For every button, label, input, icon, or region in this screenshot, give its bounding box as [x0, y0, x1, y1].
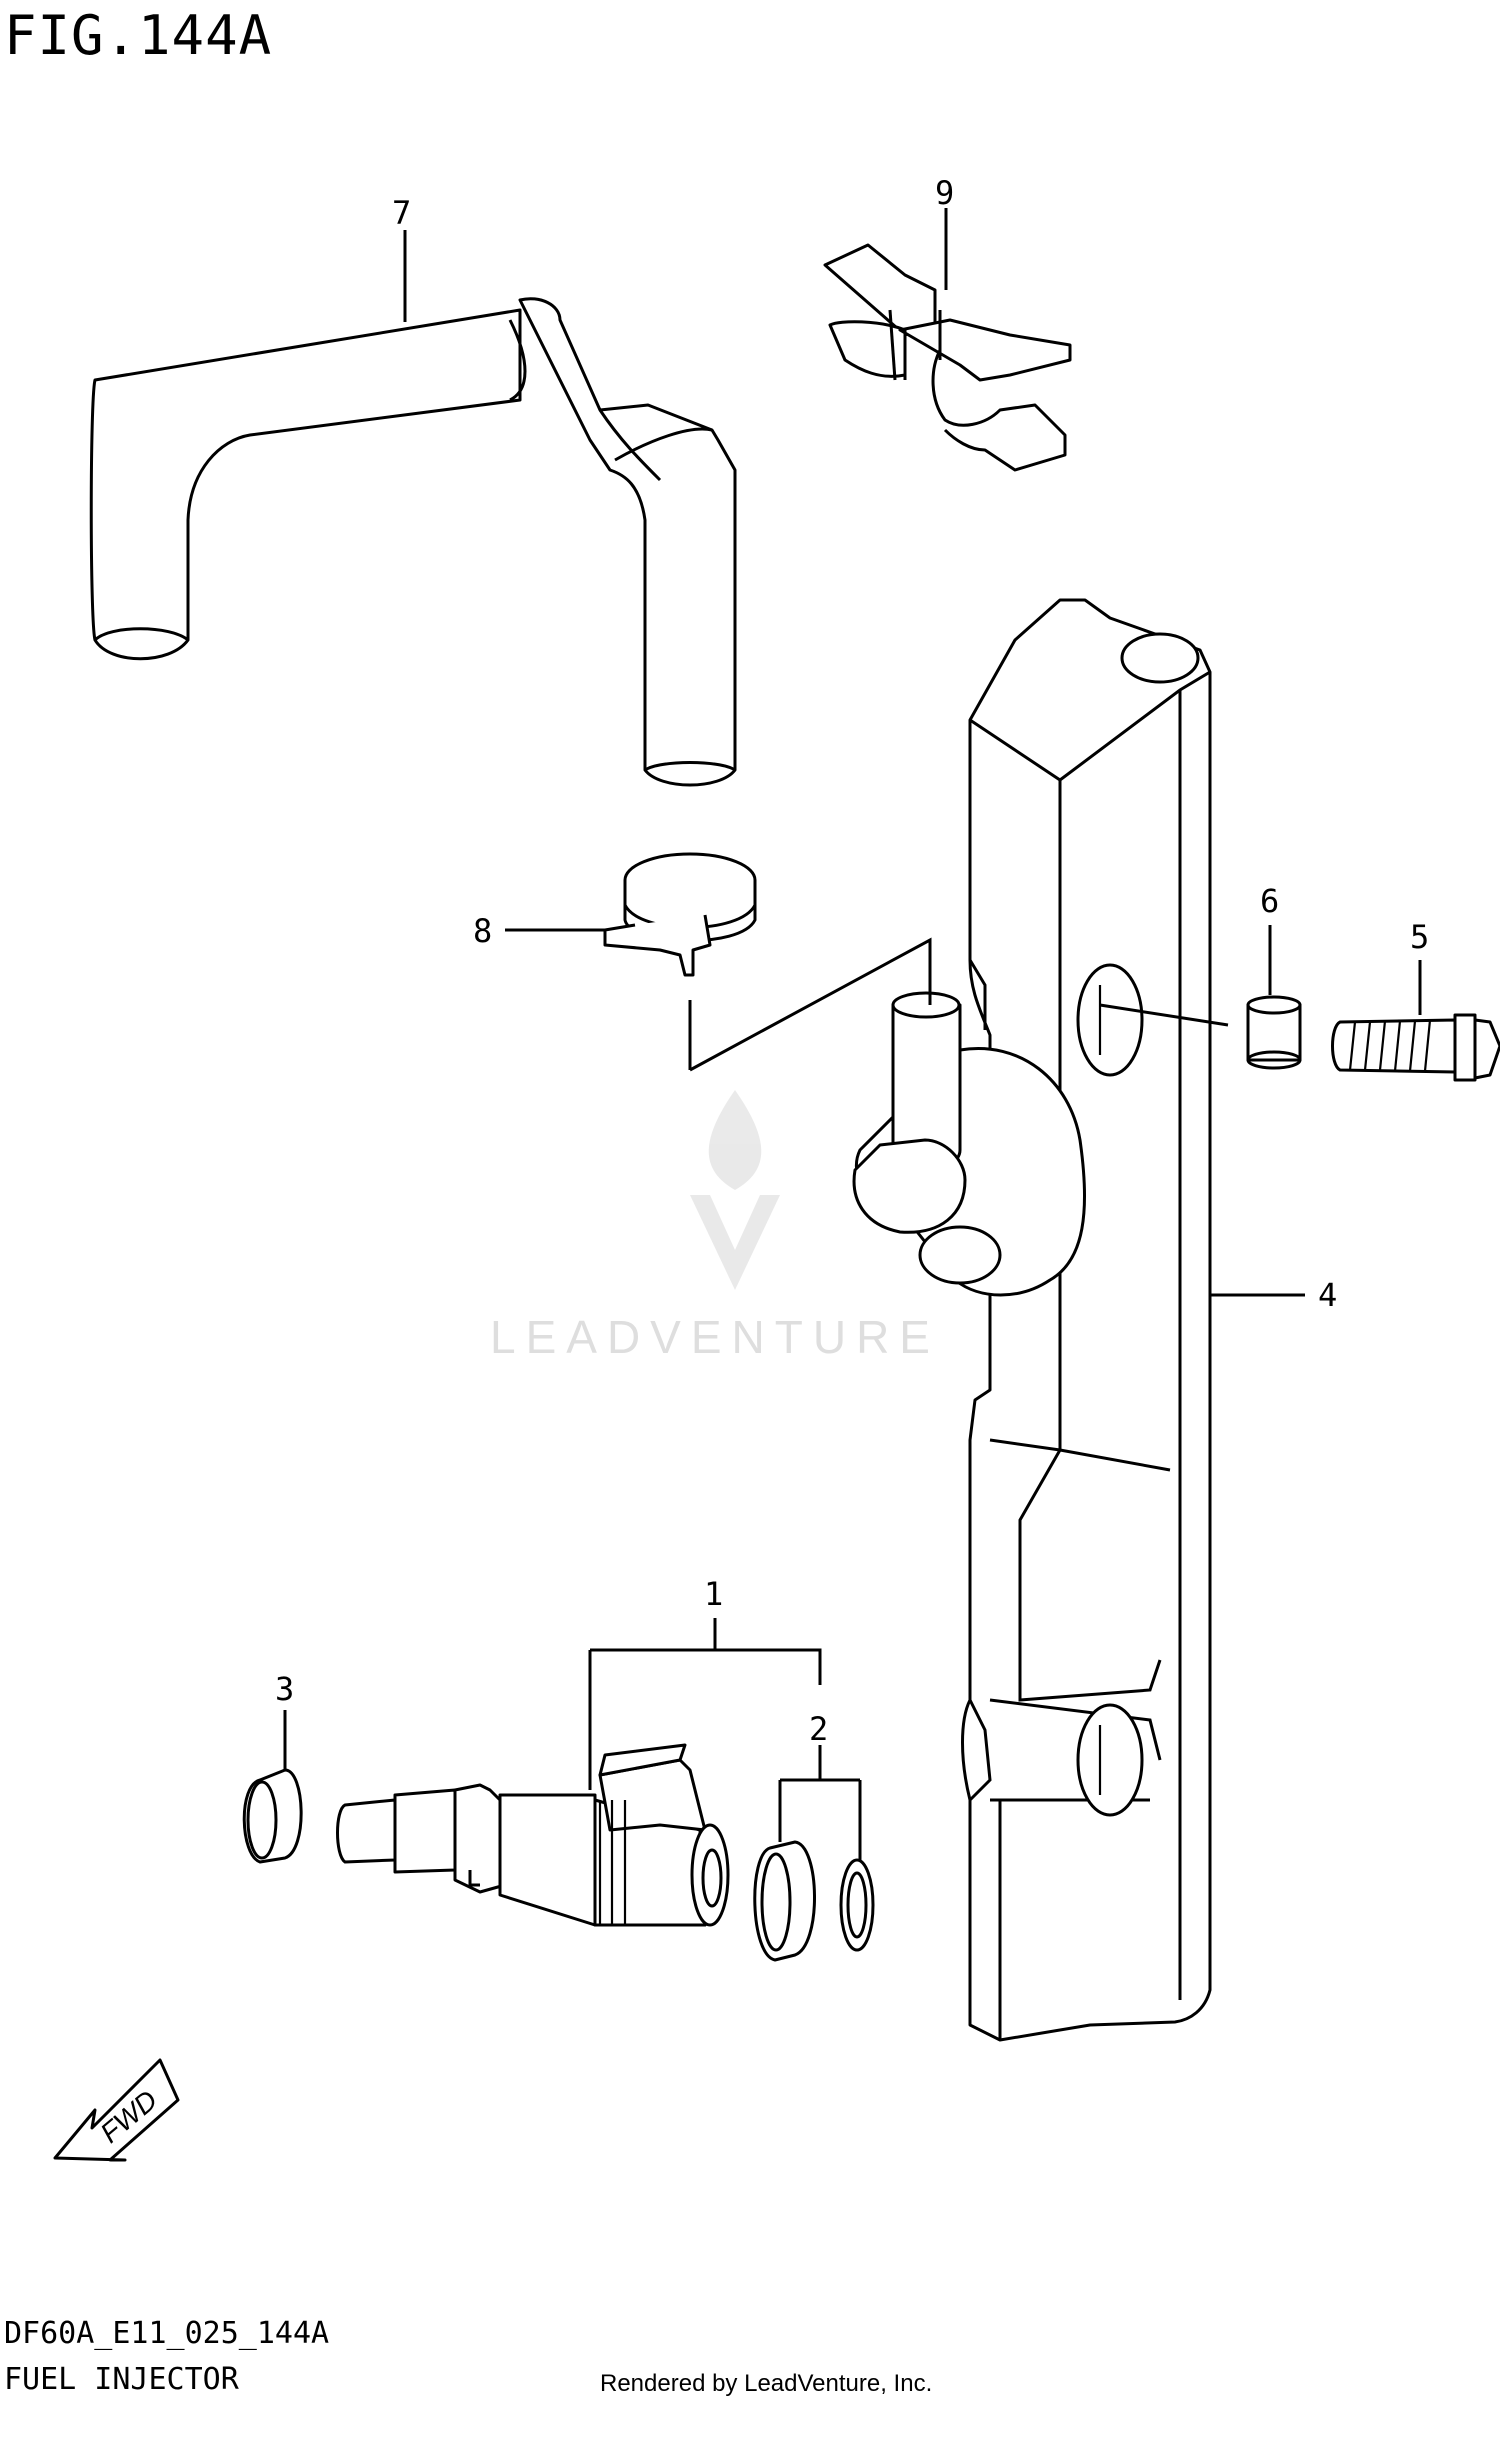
leader-lines	[283, 208, 1422, 1860]
callout-3: 3	[275, 1670, 294, 1708]
figure-code: DF60A_E11_025_144A	[4, 2316, 330, 2351]
part-4-elbow-fitting[interactable]	[852, 991, 1087, 1297]
render-credit: Rendered by LeadVenture, Inc.	[600, 2370, 933, 2397]
part-2-seals[interactable]	[753, 1840, 875, 1962]
figure-name: FUEL INJECTOR	[4, 2362, 239, 2397]
callout-8: 8	[473, 912, 492, 950]
watermark: LEADVENTURE	[490, 1311, 940, 1363]
figure-title: FIG.144A	[4, 4, 273, 67]
part-5-bolt[interactable]	[1331, 1013, 1500, 1082]
callout-9: 9	[935, 174, 954, 212]
part-6-collar[interactable]	[1246, 995, 1302, 1070]
fwd-arrow: FWD	[53, 2058, 180, 2162]
callout-2: 2	[809, 1710, 828, 1748]
callout-6: 6	[1260, 882, 1279, 920]
part-7-fuel-hose[interactable]	[89, 297, 737, 787]
part-9-clip[interactable]	[823, 243, 1072, 472]
callout-4: 4	[1318, 1276, 1337, 1314]
part-4-fuel-rail[interactable]	[961, 598, 1212, 2042]
watermark-logo	[690, 1090, 780, 1290]
part-8-hose-clamp[interactable]	[603, 852, 757, 977]
callout-1: 1	[704, 1575, 723, 1613]
callout-7: 7	[392, 194, 411, 232]
part-1-fuel-injector[interactable]	[336, 1743, 730, 1927]
part-3-cushion[interactable]	[242, 1768, 303, 1864]
callout-5: 5	[1410, 918, 1429, 956]
